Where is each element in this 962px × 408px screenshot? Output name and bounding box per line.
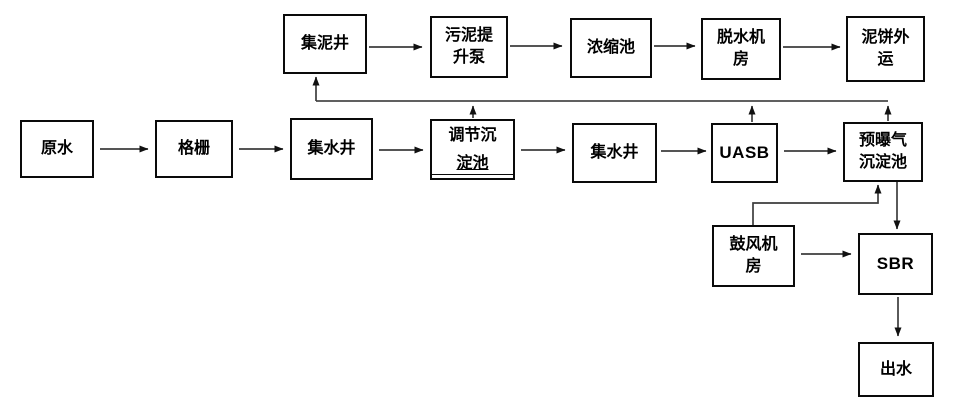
reg-sed-tank-inner-rule [432,174,513,175]
node-collection-well-1: 集水井 [290,118,373,180]
node-raw-water: 原水 [20,120,94,178]
node-sludge-cake-out: 泥饼外 运 [846,16,925,82]
node-dewatering-room: 脱水机 房 [701,18,781,80]
node-sludge-lift-pump: 污泥提 升泵 [430,16,508,78]
node-sludge-well: 集泥井 [283,14,367,74]
edge-blower-to-pre-aeration [752,184,882,225]
node-uasb: UASB [711,123,778,183]
node-pre-aeration-sedimentation-tank: 预曝气 沉淀池 [843,122,923,182]
node-collection-well-2: 集水井 [572,123,657,183]
node-thickening-tank: 浓缩池 [570,18,652,78]
reg-sed-tank-line2: 淀池 [456,154,489,172]
node-regulating-sedimentation-tank: 调节沉 淀池 [430,119,515,180]
node-sbr: SBR [858,233,933,295]
reg-sed-tank-line1: 调节沉 [448,126,497,144]
node-blower-room: 鼓风机 房 [712,225,795,287]
node-bar-screen: 格栅 [155,120,233,178]
node-effluent: 出水 [858,342,934,397]
